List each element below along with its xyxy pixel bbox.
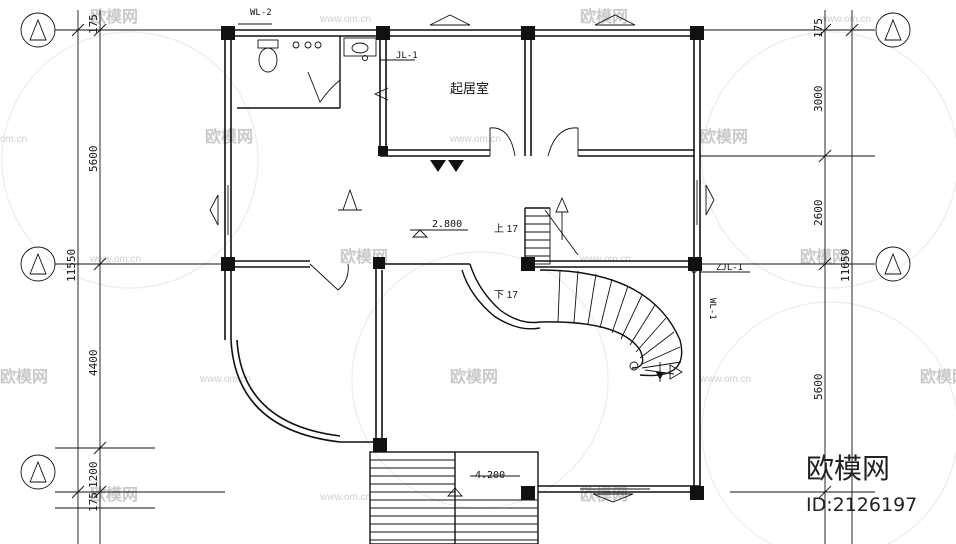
left-dimension-chain: 175 5600 11550 4400 1200 175 <box>55 10 225 544</box>
window-symbol <box>594 14 636 26</box>
entry-marker-icon <box>430 160 446 172</box>
watermark-domain: www.om.cn <box>579 254 631 265</box>
watermark-domain: om.cn <box>0 134 27 145</box>
pipe-tag: WL-1 <box>707 298 717 320</box>
brand-logo-text: 欧模网 <box>806 452 890 485</box>
axis-bubble-arrow-icon <box>29 252 47 275</box>
structural-column <box>221 257 235 271</box>
window-symbol <box>705 184 715 216</box>
structural-column <box>373 438 387 452</box>
straight-stair-lower <box>369 451 539 544</box>
structural-column <box>690 26 704 40</box>
watermark-domain: www.om.cn <box>819 14 871 25</box>
watermark-domain: www.om.cn <box>319 492 371 503</box>
watermark-domain: www.om.cn <box>89 254 141 265</box>
watermark-ring <box>701 31 956 289</box>
watermark-id: ID:2126197 <box>806 494 917 516</box>
watermark-domain: www.om.cn <box>449 134 501 145</box>
structural-column <box>688 257 702 271</box>
dimension-text: 175 <box>812 18 825 38</box>
watermark-brand: 欧模网 <box>90 7 138 26</box>
window-symbol <box>429 14 471 26</box>
structural-column <box>376 26 390 40</box>
watermark-brand: 欧模网 <box>450 367 498 386</box>
stair-treads <box>370 459 538 541</box>
dimension-text: 5600 <box>812 374 825 401</box>
dimension-text: 2600 <box>812 200 825 227</box>
structural-column <box>521 486 535 500</box>
columns <box>221 26 704 500</box>
room-label: 起居室 <box>450 81 489 96</box>
axis-bubble <box>20 454 56 490</box>
structural-column <box>373 257 385 269</box>
brand-stamp: 欧模网 ID:2126197 <box>806 452 917 516</box>
watermark-brand: 欧模网 <box>0 367 48 386</box>
watermark-ring <box>701 301 956 544</box>
watermark-brand: 欧模网 <box>580 7 628 26</box>
watermark-domain: www.om.cn <box>319 14 371 25</box>
watermark-brand: 欧模网 <box>920 367 956 386</box>
door-swing <box>489 127 516 157</box>
watermark-brand: 欧模网 <box>700 127 748 146</box>
straight-stair-upper <box>524 196 579 265</box>
axis-bubble <box>20 12 56 48</box>
pipe-tag: WL-2 <box>250 8 272 18</box>
level-text: 2.800 <box>432 219 462 230</box>
watermark-brand: 欧模网 <box>580 485 628 504</box>
doors <box>307 71 579 291</box>
dimension-text: 3000 <box>812 86 825 113</box>
dimension-text: 11650 <box>839 249 852 282</box>
dimension-text: 5600 <box>87 146 100 173</box>
door-swing <box>547 127 579 157</box>
level-marker-icon <box>447 487 463 497</box>
door-swing <box>309 263 349 291</box>
stair-up-label: 上 17 <box>494 223 518 235</box>
window-symbol <box>592 493 634 503</box>
spiral-stair <box>539 269 683 382</box>
entry-marker-icon <box>448 160 464 172</box>
dimension-text: 175 <box>87 14 100 34</box>
pipe-tag: ZJL-1 <box>716 263 743 273</box>
bathroom-fixtures <box>257 37 697 273</box>
watermark-ring <box>1 31 259 289</box>
watermark-domain: www.om.cn <box>199 374 251 385</box>
axis-bubble <box>875 12 911 48</box>
dimension-text: 11550 <box>65 249 78 282</box>
stair-arrow-icon <box>555 196 569 213</box>
axis-bubble-arrow-icon <box>29 18 47 41</box>
interior-walls <box>231 36 694 445</box>
section-arrow-icon <box>342 188 358 211</box>
axis-bubble-arrow-icon <box>29 460 47 483</box>
annotations: 起居室 2.800 4.200 上 17 下 17 WL-2 JL-1 ZJL-… <box>238 8 750 481</box>
spiral-stair-treads <box>557 269 682 375</box>
right-dimension-chain: 175 3000 2600 11650 5600 <box>700 10 875 544</box>
level-text: 4.200 <box>475 470 505 481</box>
watermark-brand: 欧模网 <box>205 127 253 146</box>
structural-column <box>690 486 704 500</box>
axis-bubble-arrow-icon <box>884 252 902 275</box>
dimension-text: 175 <box>87 492 100 512</box>
dimension-text: 4400 <box>87 350 100 377</box>
dimension-text: 1200 <box>87 462 100 489</box>
axis-bubble <box>875 246 911 282</box>
door-swing <box>307 71 341 103</box>
structural-column <box>378 146 388 156</box>
axis-bubble <box>20 246 56 282</box>
watermark-brand: 欧模网 <box>800 247 848 266</box>
structural-column <box>221 26 235 40</box>
sink-icon <box>343 37 377 57</box>
toilet-tank <box>257 39 279 49</box>
axis-bubble-arrow-icon <box>884 18 902 41</box>
window-symbol <box>209 194 219 226</box>
level-marker-icon <box>411 229 429 238</box>
watermark-domain: www.om.cn <box>699 374 751 385</box>
stair-down-label: 下 17 <box>494 290 518 301</box>
toilet-icon <box>258 47 278 73</box>
section-arrow-icon <box>373 87 389 101</box>
pipe-tag: JL-1 <box>396 51 418 61</box>
structural-column <box>521 26 535 40</box>
